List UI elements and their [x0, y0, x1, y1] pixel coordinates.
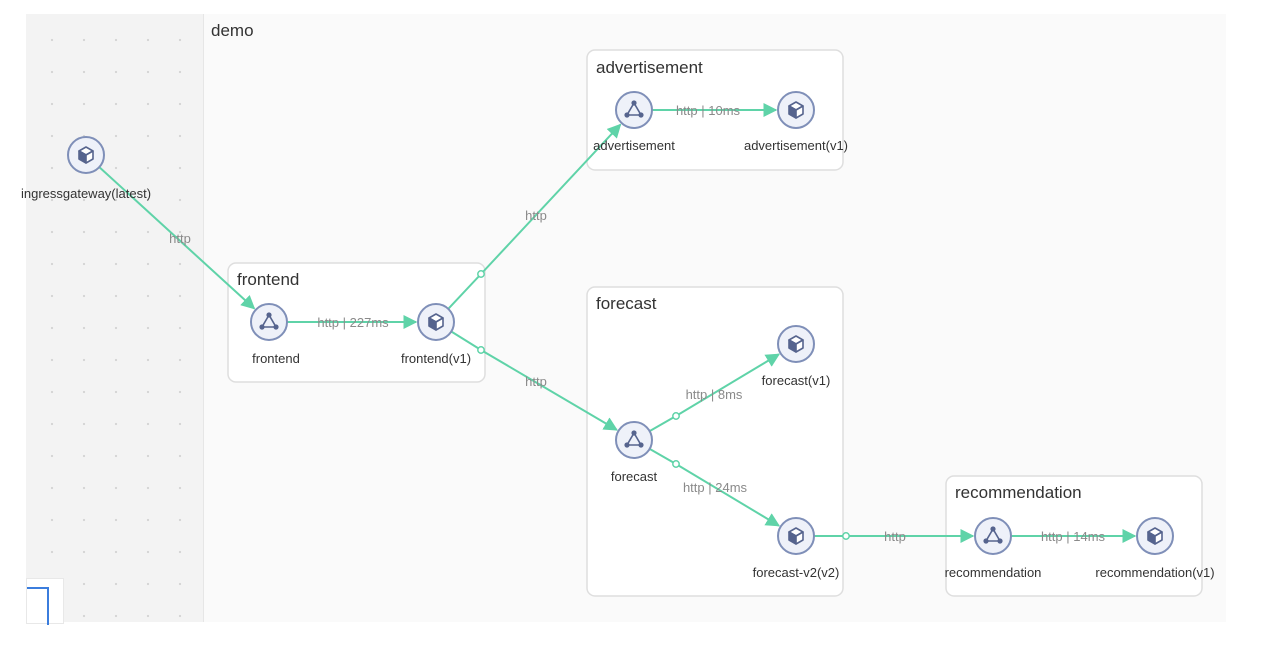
edge-forecast-v2-to-recommendation-svc[interactable]: http	[814, 529, 975, 544]
workload-cube-icon	[788, 335, 804, 353]
edge-junction-dot	[842, 532, 850, 540]
minimap-viewport[interactable]	[27, 587, 49, 625]
edge-label: http | 227ms	[317, 315, 389, 330]
node-forecast-svc[interactable]: forecast	[611, 421, 658, 484]
node-advertisement-svc[interactable]: advertisement	[593, 91, 675, 153]
edge-forecast-svc-to-forecast-v2[interactable]: http | 24ms	[649, 448, 781, 527]
edge-frontend-v1-to-forecast-svc[interactable]: http	[450, 330, 618, 431]
node-label: ingressgateway(latest)	[21, 186, 151, 201]
node-ingressgateway[interactable]: ingressgateway(latest)	[21, 136, 151, 201]
minimap[interactable]	[26, 578, 64, 625]
service-icon	[983, 526, 1003, 544]
group-title-advertisement: advertisement	[596, 58, 703, 77]
group-title-frontend: frontend	[237, 270, 299, 289]
workload-cube-icon	[78, 146, 94, 164]
service-icon	[259, 312, 279, 330]
edge-label: http	[884, 529, 906, 544]
workload-cube-icon	[428, 313, 444, 331]
node-label: advertisement(v1)	[744, 138, 848, 153]
node-recommendation-v1[interactable]: recommendation(v1)	[1095, 517, 1215, 580]
workload-cube-icon	[788, 527, 804, 545]
node-frontend-v1[interactable]: frontend(v1)	[401, 303, 471, 366]
edge-label: http | 24ms	[683, 480, 748, 495]
edge-label: http	[169, 231, 191, 246]
node-circle[interactable]	[250, 303, 288, 341]
node-forecast-v1[interactable]: forecast(v1)	[762, 325, 831, 388]
edge-label: http | 14ms	[1041, 529, 1106, 544]
node-circle[interactable]	[615, 91, 653, 129]
edge-frontend-svc-to-frontend-v1[interactable]: http | 227ms	[287, 315, 418, 330]
namespace-label: demo	[211, 21, 254, 40]
edge-ingressgateway-to-frontend-svc[interactable]: http	[98, 166, 256, 310]
node-label: frontend(v1)	[401, 351, 471, 366]
node-label: recommendation	[945, 565, 1042, 580]
edge-junction-dot	[672, 460, 680, 468]
canvas-grid	[26, 14, 203, 622]
node-recommendation-svc[interactable]: recommendation	[945, 517, 1042, 580]
node-label: forecast(v1)	[762, 373, 831, 388]
service-icon	[624, 430, 644, 448]
service-icon	[624, 100, 644, 118]
node-forecast-v2[interactable]: forecast-v2(v2)	[753, 517, 840, 580]
node-circle[interactable]	[974, 517, 1012, 555]
edge-label: http	[525, 374, 547, 389]
group-title-forecast: forecast	[596, 294, 657, 313]
edge-forecast-svc-to-forecast-v1[interactable]: http | 8ms	[649, 353, 781, 432]
edge-label: http | 8ms	[686, 387, 743, 402]
node-circle[interactable]	[615, 421, 653, 459]
workload-cube-icon	[1147, 527, 1163, 545]
node-label: forecast	[611, 469, 658, 484]
edge-label: http	[525, 208, 547, 223]
group-title-recommendation: recommendation	[955, 483, 1082, 502]
node-label: recommendation(v1)	[1095, 565, 1214, 580]
node-label: forecast-v2(v2)	[753, 565, 840, 580]
edge-recommendation-svc-to-recommendation-v1[interactable]: http | 14ms	[1011, 529, 1137, 544]
edge-junction-dot	[672, 412, 680, 420]
edge-label: http | 10ms	[676, 103, 741, 118]
node-frontend-svc[interactable]: frontend	[250, 303, 300, 366]
edge-junction-dot	[477, 346, 485, 354]
edge-advertisement-svc-to-advertisement-v1[interactable]: http | 10ms	[652, 103, 778, 118]
edge-junction-dot	[477, 270, 485, 278]
node-label: frontend	[252, 351, 300, 366]
node-label: advertisement	[593, 138, 675, 153]
node-advertisement-v1[interactable]: advertisement(v1)	[744, 91, 848, 153]
edge-line[interactable]	[98, 166, 256, 310]
edge-frontend-v1-to-advertisement-svc[interactable]: http	[447, 123, 622, 310]
workload-cube-icon	[788, 101, 804, 119]
